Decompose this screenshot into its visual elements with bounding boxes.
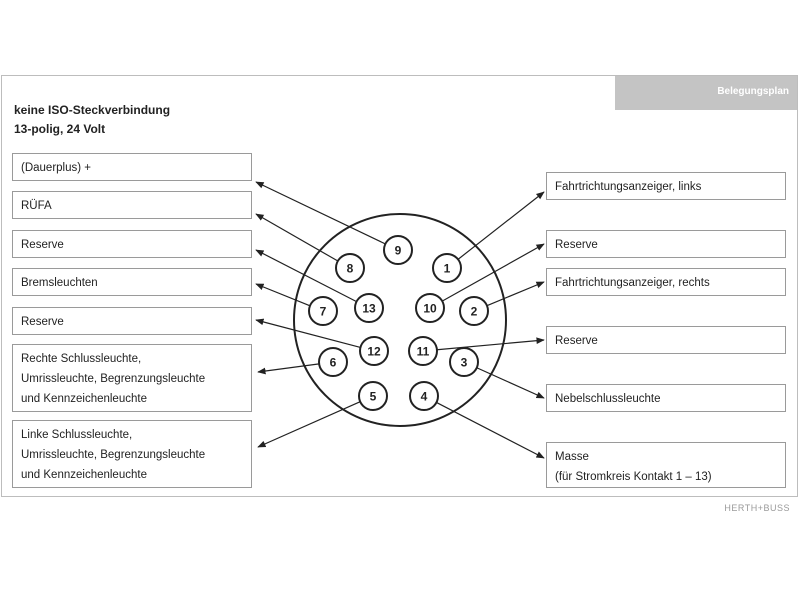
connection-arrow [255,249,357,303]
left-label-box: (Dauerplus) + [12,153,252,181]
connector-outline [293,213,507,427]
left-label-line: Bremsleuchten [21,277,98,289]
pin-number: 9 [395,244,402,258]
pin-9: 9 [383,235,413,265]
left-label-line: und Kennzeichenleuchte [21,469,147,481]
right-label-box: Reserve [546,230,786,258]
right-label-line: (für Stromkreis Kontakt 1 – 13) [555,471,712,483]
connection-arrow [255,283,311,307]
pin-6: 6 [318,347,348,377]
left-label-box: Linke Schlussleuchte, Umrissleuchte, Begr… [12,420,252,488]
connection-arrow [436,401,545,459]
left-label-line: Rechte Schlussleuchte, [21,353,142,365]
pin-number: 5 [370,390,377,404]
left-label-box: RÜFA [12,191,252,219]
pin-circle [409,381,439,411]
pin-circle [354,293,384,323]
pin-circle [415,293,445,323]
right-label-line: Fahrtrichtungsanzeiger, links [555,181,702,193]
right-label-box: Fahrtrichtungsanzeiger, links [546,172,786,200]
left-label-box: Bremsleuchten [12,268,252,296]
connection-arrow [255,318,361,349]
pin-circle [318,347,348,377]
connection-arrow [441,243,545,302]
left-label-line: RÜFA [21,200,52,212]
right-label-line: Nebelschlussleuchte [555,393,661,405]
right-label-box: Reserve [546,326,786,354]
pin-number: 11 [417,345,430,359]
pin-circle [335,253,365,283]
pin-circle [358,381,388,411]
pin-11: 11 [408,336,438,366]
pin-circle [432,253,462,283]
pin-13: 13 [354,293,384,323]
pin-10: 10 [415,293,445,323]
right-label-line: Masse [555,451,589,463]
pin-circle [383,235,413,265]
pin-8: 8 [335,253,365,283]
connection-arrow [255,181,386,245]
connection-arrow [255,213,339,262]
pin-number: 3 [461,356,468,370]
connection-arrow [457,191,545,260]
right-label-line: Fahrtrichtungsanzeiger, rechts [555,277,710,289]
pin-4: 4 [409,381,439,411]
connection-arrow [486,281,545,307]
connection-arrow [257,401,361,448]
diagram-title: keine ISO-Steckverbindung [14,103,171,117]
left-label-line: (Dauerplus) + [21,162,91,174]
connection-arrow [257,363,320,375]
section-tab: Belegungsplan [615,76,797,110]
pin-5: 5 [358,381,388,411]
left-label-box: Reserve [12,230,252,258]
pin-2: 2 [459,296,489,326]
right-label-line: Reserve [555,335,598,347]
pin-circle [308,296,338,326]
pin-1: 1 [432,253,462,283]
pin-number: 7 [320,305,327,319]
pin-number: 1 [444,262,451,276]
pin-circle [449,347,479,377]
pin-circle [408,336,438,366]
left-label-line: und Kennzeichenleuchte [21,393,147,405]
pin-3: 3 [449,347,479,377]
left-label-line: Reserve [21,239,64,251]
pin-number: 12 [367,345,381,359]
left-label-line: Umrissleuchte, Begrenzungsleuchte [21,449,206,461]
pin-7: 7 [308,296,338,326]
pin-circle [459,296,489,326]
pin-number: 2 [471,305,478,319]
pin-number: 10 [423,302,437,316]
right-label-box: Masse (für Stromkreis Kontakt 1 – 13) [546,442,786,488]
left-label-line: Reserve [21,316,64,328]
pin-circle [359,336,389,366]
pin-12: 12 [359,336,389,366]
brand-logo: HERTH+BUSS [724,503,790,513]
pin-number: 8 [347,262,354,276]
left-label-box: Rechte Schlussleuchte, Umrissleuchte, Beg… [12,344,252,412]
diagram-subtitle: 13-polig, 24 Volt [14,122,106,136]
connection-arrow [436,337,545,351]
pin-number: 4 [421,390,428,404]
right-label-box: Fahrtrichtungsanzeiger, rechts [546,268,786,296]
tab-label: Belegungsplan [717,86,789,97]
right-label-line: Reserve [555,239,598,251]
left-label-box: Reserve [12,307,252,335]
pin-number: 6 [330,356,337,370]
connection-arrow [476,367,545,399]
right-label-box: Nebelschlussleuchte [546,384,786,412]
pin-number: 13 [362,302,376,316]
left-label-line: Linke Schlussleuchte, [21,429,133,441]
left-label-line: Umrissleuchte, Begrenzungsleuchte [21,373,206,385]
